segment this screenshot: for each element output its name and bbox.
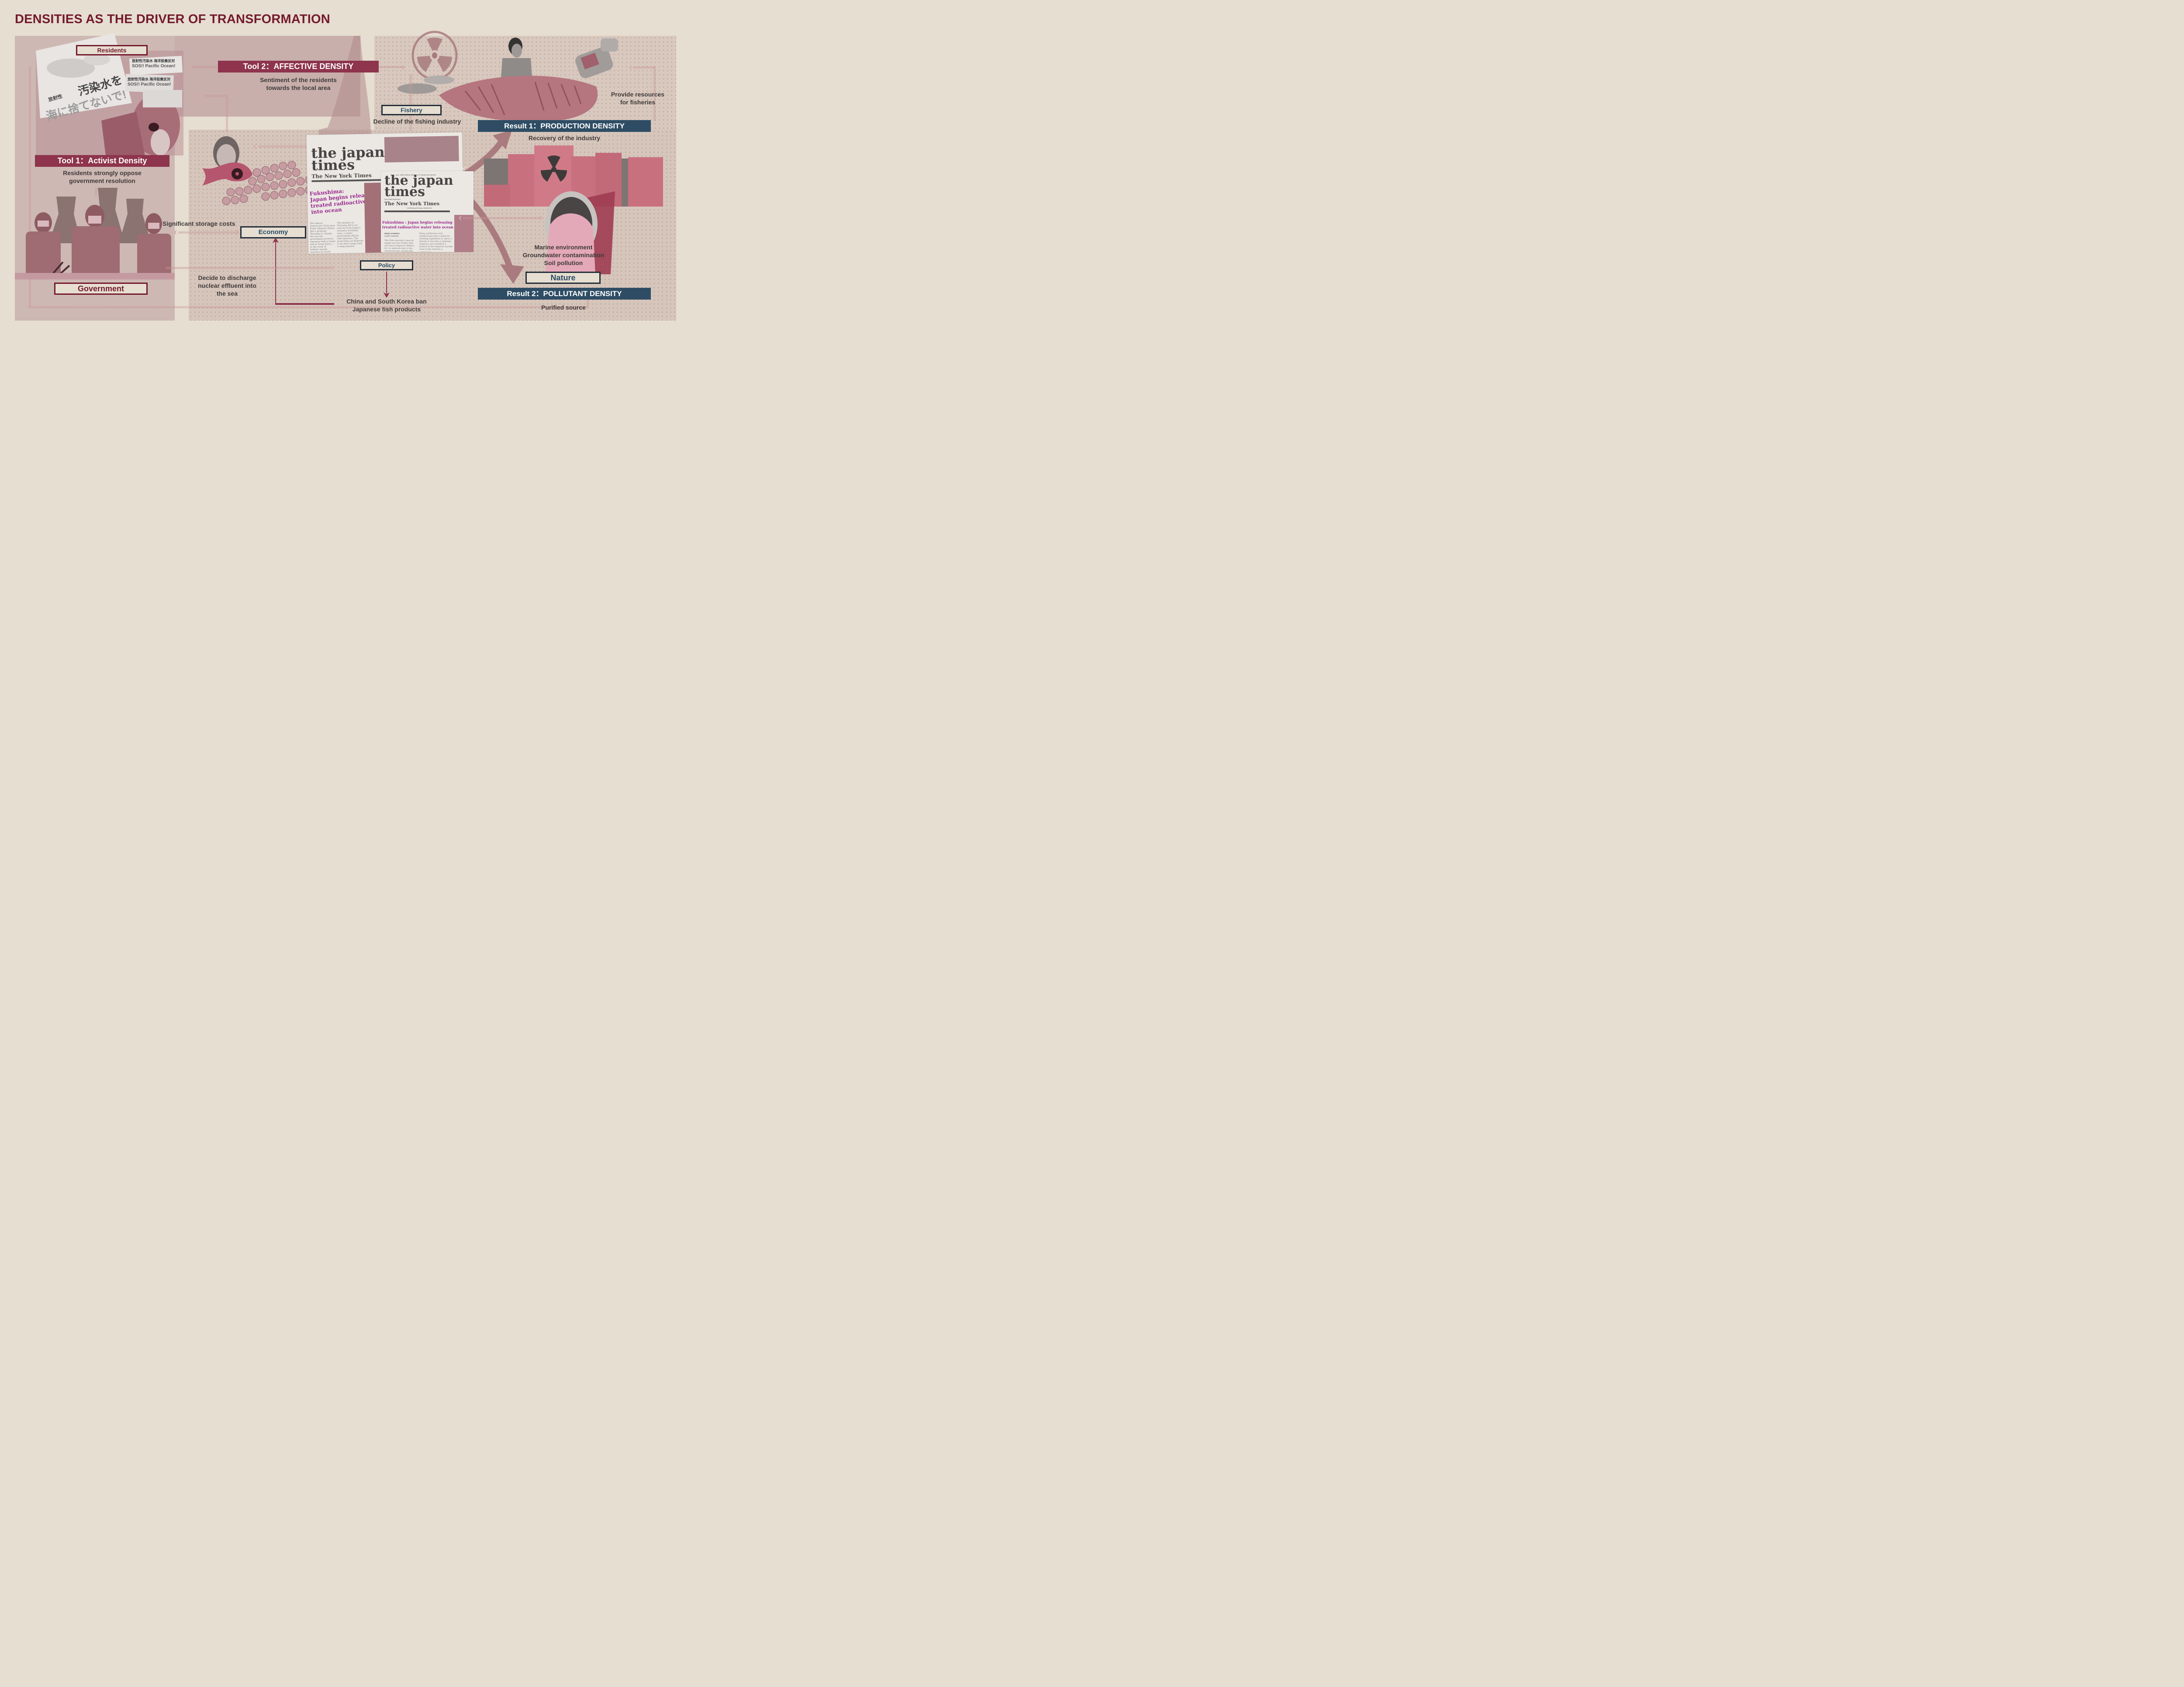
arrow-news-to-center xyxy=(259,145,311,148)
connector-policy-to-ban xyxy=(386,272,387,293)
tool1-activist-density-label[interactable]: Tool 1：Activist Density xyxy=(35,155,169,167)
tool1-description-line2: government resolution xyxy=(69,177,135,184)
ban-annotation: China and South Korea ban Japanese fish … xyxy=(346,298,427,313)
stakeholder-government[interactable]: Government xyxy=(54,283,148,295)
chevron-left-icon: ‹ xyxy=(253,141,257,152)
connector-ban-to-economy xyxy=(275,239,276,305)
arrow-to-residents-2 xyxy=(205,95,226,97)
arrow-resources-to-fishery xyxy=(633,66,655,69)
chevron-left-icon: ‹ xyxy=(187,61,190,72)
panel-affective xyxy=(175,36,360,117)
newspaper-body-right-2: Many politicians and intellectuals have … xyxy=(419,232,453,252)
stakeholder-policy[interactable]: Policy xyxy=(360,260,413,270)
newspaper-byline-role: STAFF WRITER xyxy=(384,235,399,237)
nature-impacts-annotation: Marine environment Groundwater contamina… xyxy=(522,244,605,266)
newspaper-body-left: The Liberal Democratic Party gave Prime … xyxy=(310,222,335,253)
newspaper-edition: INTERNATIONAL EDITION xyxy=(407,207,432,209)
arrow-government-to-policy xyxy=(166,267,332,269)
connector-left-vertical xyxy=(29,66,31,307)
tank-radiation-icon xyxy=(541,155,567,182)
fishery-resources-annotation: Provide resources for fisheries xyxy=(611,91,665,106)
arrow-down-icon xyxy=(384,293,390,298)
newspaper-masthead-2: times xyxy=(311,156,355,174)
newspaper-tagline: ALL THE NEWS WITHOUT FEAR OR FAVOR xyxy=(396,174,436,176)
newspaper-nyt: The New York Times xyxy=(311,172,372,179)
chevron-right-icon: › xyxy=(236,226,239,237)
connector-tool2-down xyxy=(226,95,228,132)
radiation-icon xyxy=(411,31,458,80)
chevron-left-icon: ‹ xyxy=(174,226,177,237)
tool1-description-line1: Residents strongly oppose xyxy=(63,169,142,176)
connector-bottom-loop xyxy=(29,306,588,308)
discharge-annotation: Decide to discharge nuclear effluent int… xyxy=(198,274,256,297)
tool2-description-line2: towards the local area xyxy=(266,84,331,91)
chevron-right-icon: › xyxy=(402,61,405,72)
result1-description: Recovery of the industry xyxy=(528,135,601,141)
newspaper-photo-tower xyxy=(454,215,473,252)
result2-description: Purified source xyxy=(541,304,586,311)
protest-sign-en-2: SOS!! Pacific Ocean! xyxy=(128,82,171,87)
connector-tool1-down xyxy=(95,188,97,197)
newspaper-right: ALL THE NEWS WITHOUT FEAR OR FAVOR the j… xyxy=(381,171,473,252)
arrow-news-to-nature xyxy=(463,217,542,219)
arrow-head-down xyxy=(500,264,524,284)
protest-sign-jp-2: 放射性汚染水 海洋投棄反対 xyxy=(128,77,171,81)
government-photo xyxy=(15,188,175,279)
stakeholder-nature[interactable]: Nature xyxy=(525,272,601,284)
newspaper-masthead-2: times xyxy=(384,184,425,200)
storage-tanks-pipe-photo xyxy=(484,143,663,274)
fish-market-photo xyxy=(387,34,620,126)
result1-production-density-label[interactable]: Result 1：PRODUCTION DENSITY xyxy=(478,120,651,132)
newspaper-headline-right: Fukushima : Japan begins releasing treat… xyxy=(382,220,453,229)
tool2-affective-density-label[interactable]: Tool 2：AFFECTIVE DENSITY xyxy=(218,61,379,72)
page-title: DENSITIES AS THE DRIVER OF TRANSFORMATIO… xyxy=(15,12,330,26)
newspaper-photo-tanks xyxy=(364,183,382,253)
tool2-description-line1: Sentiment of the residents xyxy=(260,76,337,83)
storage-costs-annotation: Significant storage costs xyxy=(162,220,235,227)
connector-right-vertical xyxy=(653,66,656,121)
protest-sign-jp: 放射性汚染水 海洋投棄反対 xyxy=(132,59,175,63)
newspaper-byline: REIJI YOSHIDA xyxy=(384,232,400,235)
newspaper-masthead: the japan xyxy=(384,173,453,188)
newspaper-nyt: The New York Times xyxy=(384,201,440,207)
chevron-right-icon: › xyxy=(539,212,543,223)
fishing-decline-annotation: Decline of the fishing industry xyxy=(373,118,461,125)
newspaper-body-right: The Diet enacted a special single-use la… xyxy=(384,239,415,252)
connector-result2-down xyxy=(587,300,589,307)
chevron-left-icon: ‹ xyxy=(459,212,462,223)
connector-fishery-vertical xyxy=(410,74,412,131)
arrow-tool2-to-residents xyxy=(192,66,218,68)
arrow-economy-government xyxy=(178,231,239,234)
result2-pollutant-density-label[interactable]: Result 2：POLLUTANT DENSITY xyxy=(478,288,651,300)
chevron-left-icon: ‹ xyxy=(629,61,632,72)
arrow-head-up xyxy=(493,130,512,149)
newspaper-body-mid: The missiles on Thursday fell in an area… xyxy=(337,221,363,248)
newspaper-incorporating: INCORPORATING xyxy=(384,198,401,200)
newspaper-photo-plant xyxy=(384,136,459,163)
chevron-left-icon: ‹ xyxy=(200,90,204,100)
stakeholder-residents[interactable]: Residents xyxy=(76,45,148,55)
protest-sign-en: SOS!! Pacific Ocean! xyxy=(132,64,176,69)
arrow-up-icon xyxy=(273,238,279,243)
arrow-tool2-to-fishery xyxy=(379,66,403,68)
stakeholder-economy[interactable]: Economy xyxy=(240,226,306,238)
chevron-right-icon: › xyxy=(331,262,335,273)
stakeholder-fishery[interactable]: Fishery xyxy=(381,105,442,115)
